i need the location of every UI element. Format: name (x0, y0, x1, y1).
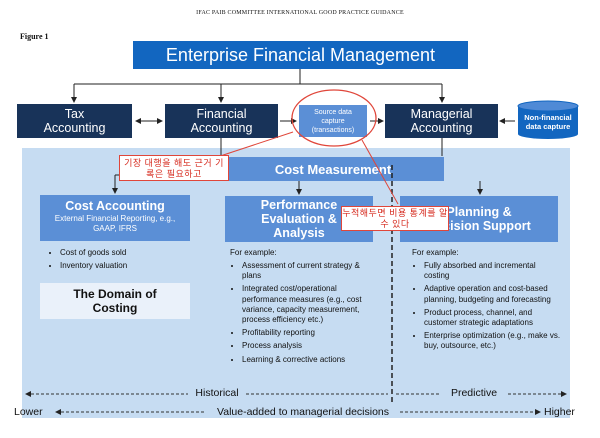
cost-accounting-list: Cost of goods sold Inventory valuation (48, 248, 198, 271)
historical-label: Historical (195, 387, 239, 399)
list-item: Adaptive operation and cost-based planni… (424, 284, 562, 304)
non-financial-data-label: Non-financial data capture (524, 113, 572, 131)
lower-label: Lower (14, 406, 43, 418)
cost-accounting-box: Cost Accounting External Financial Repor… (40, 195, 190, 241)
page-header: IFAC PAIB COMMITTEE INTERNATIONAL GOOD P… (196, 10, 404, 16)
list-item: Learning & corrective actions (242, 355, 378, 365)
list-item: Assessment of current strategy & plans (242, 261, 378, 281)
list-item: Integrated cost/operational performance … (242, 284, 378, 325)
tax-accounting-label: Tax Accounting (43, 107, 106, 135)
financial-accounting-box: Financial Accounting (165, 104, 278, 138)
list-item: Process analysis (242, 341, 378, 351)
predictive-label: Predictive (450, 387, 498, 399)
cost-measurement-bar: Cost Measurement (222, 157, 444, 181)
list-item: Inventory valuation (60, 261, 198, 271)
domain-of-costing-box: The Domain of Costing (40, 283, 190, 319)
list-item: Product process, channel, and customer s… (424, 308, 562, 328)
managerial-accounting-box: Managerial Accounting (385, 104, 498, 138)
financial-accounting-label: Financial Accounting (190, 107, 253, 135)
cost-accounting-title: Cost Accounting (65, 199, 165, 213)
performance-evaluation-list: For example: Assessment of current strat… (230, 248, 378, 365)
value-added-label: Value-added to managerial decisions (217, 406, 389, 418)
cost-accounting-subtitle: External Financial Reporting, e.g., GAAP… (54, 214, 176, 233)
enterprise-financial-management-box: Enterprise Financial Management (133, 41, 468, 69)
list-item: Fully absorbed and incremental costing (424, 261, 562, 281)
domain-of-costing-label: The Domain of Costing (73, 287, 157, 315)
managerial-accounting-label: Managerial Accounting (410, 107, 473, 135)
tax-accounting-box: Tax Accounting (17, 104, 132, 138)
source-data-capture-label: Source data capture (transactions) (311, 108, 355, 134)
list-item: Enterprise optimization (e.g., make vs. … (424, 331, 562, 351)
performance-evaluation-title: Performance Evaluation & Analysis (260, 198, 338, 240)
source-data-capture-box: Source data capture (transactions) (298, 104, 368, 138)
figure-label: Figure 1 (20, 32, 49, 41)
non-financial-data-cylinder (517, 100, 579, 139)
higher-label: Higher (544, 406, 575, 418)
annotation-note-2: 누적해두면 비용 통계를 알 수 있다 (341, 206, 449, 231)
for-example-label: For example: (230, 248, 277, 257)
list-item: Profitability reporting (242, 328, 378, 338)
planning-decision-support-title: Planning & Decision Support (427, 205, 531, 233)
for-example-label: For example: (412, 248, 459, 257)
list-item: Cost of goods sold (60, 248, 198, 258)
annotation-note-1: 기장 대행을 해도 근거 기록은 필요하고 (119, 155, 229, 181)
planning-decision-support-list: For example: Fully absorbed and incremen… (412, 248, 562, 352)
